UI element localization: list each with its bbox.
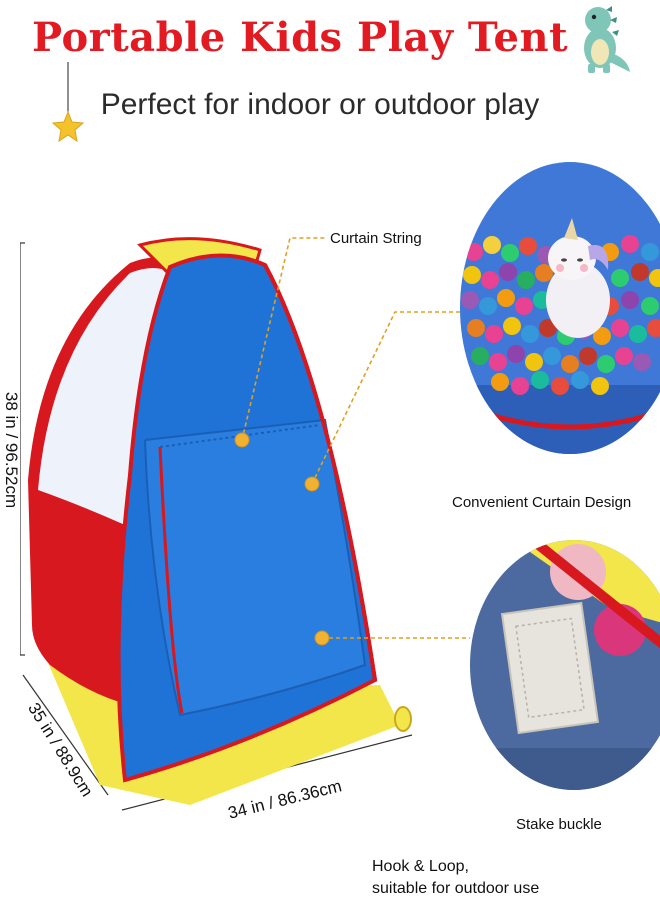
plush-toy: [546, 218, 610, 338]
hook-loop-line1: Hook & Loop,: [372, 858, 469, 875]
stake-buckle-label: Stake buckle: [516, 816, 602, 833]
stake-buckle-dot: [314, 630, 330, 646]
curtain-string-label: Curtain String: [330, 230, 422, 247]
page-title: Portable Kids Play Tent: [31, 14, 569, 61]
hook-loop-line2: suitable for outdoor use: [372, 880, 540, 897]
ball-pit-detail: [460, 162, 660, 454]
star-icon: [52, 62, 85, 143]
hook-loop-note: Hook & Loop, suitable for outdoor use: [372, 856, 539, 900]
play-balls: [461, 235, 660, 395]
curtain-design-dot: [304, 476, 320, 492]
height-dimension-label: 38 in / 96.52cm: [2, 391, 21, 509]
page-subtitle: Perfect for indoor or outdoor play: [100, 88, 540, 121]
hook-loop-detail: [470, 540, 660, 790]
depth-dimension-line: [22, 674, 109, 796]
curtain-string-dot: [234, 432, 250, 448]
curtain-design-label: Convenient Curtain Design: [452, 494, 632, 511]
dinosaur-icon: [584, 6, 630, 73]
tent-illustration: [20, 237, 413, 811]
